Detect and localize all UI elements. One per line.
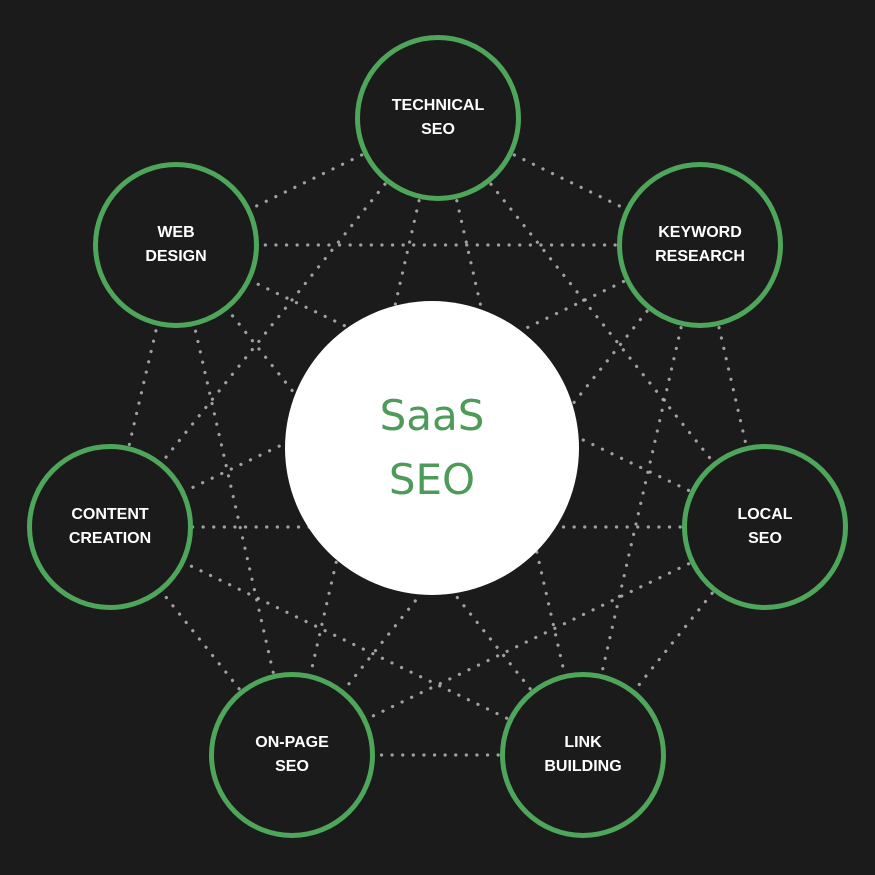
- node-label-line2: DESIGN: [145, 248, 207, 265]
- node-label-line1: ON-PAGE: [255, 734, 329, 751]
- node-label-line2: SEO: [748, 530, 782, 547]
- node-link-building[interactable]: LINK BUILDING: [500, 672, 666, 838]
- center-title-line1: SaaS: [379, 391, 485, 440]
- node-label-line2: SEO: [421, 121, 455, 138]
- node-technical-seo[interactable]: TECHNICAL SEO: [355, 35, 521, 201]
- node-label-line2: BUILDING: [544, 758, 622, 775]
- node-content-creation[interactable]: CONTENT CREATION: [27, 444, 193, 610]
- node-label-line1: KEYWORD: [658, 224, 742, 241]
- dotted-connector: [581, 243, 702, 757]
- node-label-line1: CONTENT: [71, 506, 149, 523]
- node-label-line2: SEO: [275, 758, 309, 775]
- node-label-line1: TECHNICAL: [391, 97, 485, 114]
- node-keyword-research[interactable]: KEYWORD RESEARCH: [617, 162, 783, 328]
- center-circle-saas-seo: SaaS SEO: [285, 301, 579, 595]
- node-label-line1: LOCAL: [737, 506, 793, 523]
- node-label-line1: LINK: [564, 734, 602, 751]
- node-label-line2: RESEARCH: [655, 248, 745, 265]
- node-label-line2: CREATION: [68, 530, 152, 547]
- dotted-connector: [174, 243, 294, 757]
- node-web-design[interactable]: WEB DESIGN: [93, 162, 259, 328]
- node-on-page-seo[interactable]: ON-PAGE SEO: [209, 672, 375, 838]
- node-local-seo[interactable]: LOCAL SEO: [682, 444, 848, 610]
- node-label-line1: WEB: [157, 224, 195, 241]
- center-title-line2: SEO: [388, 455, 476, 504]
